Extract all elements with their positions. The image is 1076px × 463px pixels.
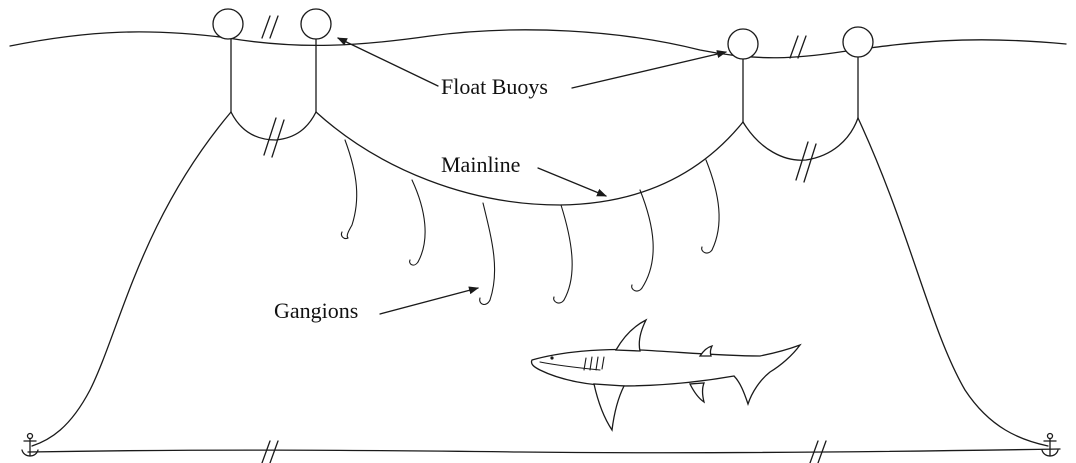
gangion-2	[409, 179, 426, 266]
right-anchor-line	[857, 117, 1049, 447]
buoy-3	[727, 28, 759, 60]
gangion-4	[553, 204, 573, 304]
buoy-lines	[230, 37, 859, 123]
label-arrows	[337, 37, 727, 315]
buoys	[212, 8, 874, 60]
gangions-label: Gangions	[274, 298, 358, 323]
gangions	[340, 139, 720, 306]
left-anchor-icon	[21, 432, 39, 457]
surface-break-marks	[261, 15, 807, 59]
floor-break-marks	[261, 440, 827, 463]
mainline-label: Mainline	[441, 152, 520, 177]
sea-floor	[27, 448, 1061, 454]
gangion-6	[701, 159, 720, 254]
shark-illustration	[530, 318, 802, 432]
left-anchor-line	[31, 111, 232, 447]
gangion-5	[631, 189, 654, 292]
mainline	[315, 111, 744, 206]
float-buoys-label: Float Buoys	[441, 74, 548, 99]
right-anchor-icon	[1041, 432, 1059, 457]
sea-surface	[9, 29, 1067, 59]
mainline-left-section	[230, 111, 317, 141]
mainline-break-marks	[263, 117, 817, 183]
buoy-4	[842, 26, 874, 58]
gangion-3	[479, 202, 496, 306]
buoy-1	[212, 8, 244, 40]
gangion-1	[340, 139, 358, 240]
mainline-right-section	[742, 117, 859, 161]
buoy-2	[300, 8, 332, 40]
